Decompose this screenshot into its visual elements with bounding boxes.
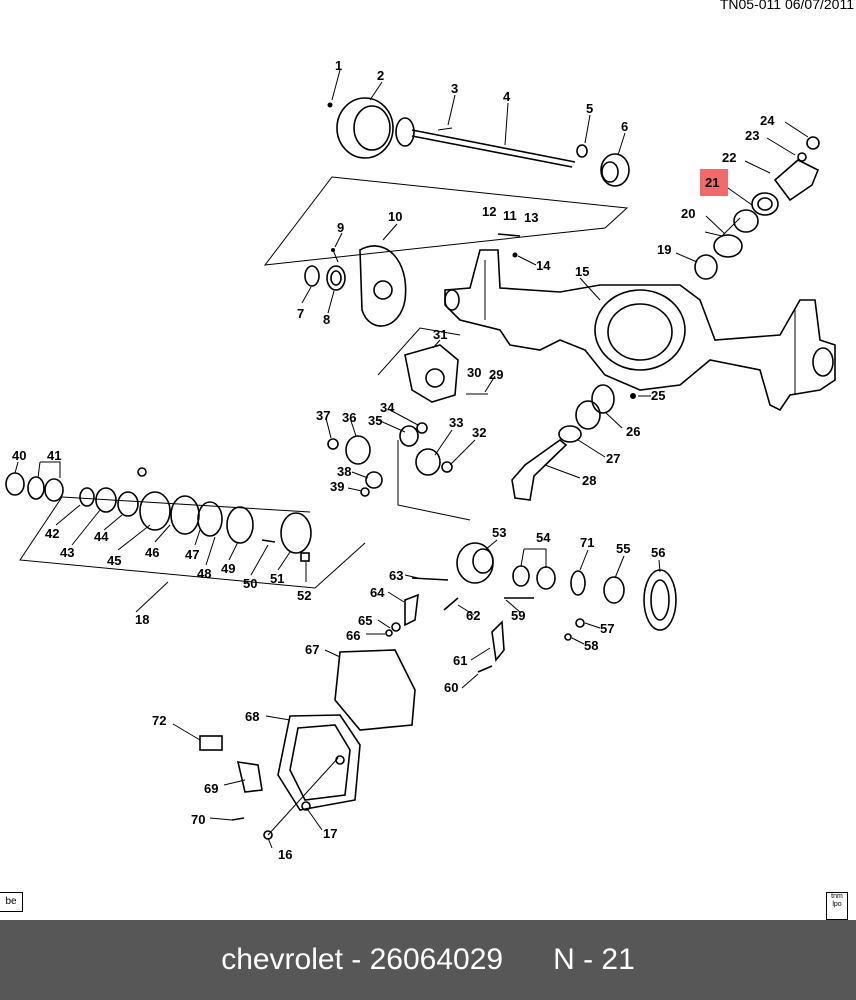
document-icon: tnm lpo <box>826 892 848 920</box>
callout-41[interactable]: 41 <box>47 448 61 463</box>
callout-44[interactable]: 44 <box>94 529 109 544</box>
callout-13[interactable]: 13 <box>524 210 538 225</box>
callout-16[interactable]: 16 <box>278 847 292 862</box>
footer-position-label: N - 21 <box>553 943 635 976</box>
axle-shaft-group <box>263 97 630 266</box>
callout-32[interactable]: 32 <box>472 425 486 440</box>
callout-6[interactable]: 6 <box>621 119 628 134</box>
callout-7[interactable]: 7 <box>297 306 304 321</box>
footer-gap <box>503 943 553 977</box>
callout-2[interactable]: 2 <box>377 68 384 83</box>
callout-47[interactable]: 47 <box>185 547 199 562</box>
callout-54[interactable]: 54 <box>536 530 551 545</box>
callout-51[interactable]: 51 <box>270 571 284 586</box>
callout-35[interactable]: 35 <box>368 413 382 428</box>
document-reference: TN05-011 06/07/2011 <box>719 0 854 12</box>
callout-33[interactable]: 33 <box>449 415 463 430</box>
callout-18[interactable]: 18 <box>135 612 149 627</box>
callout-19[interactable]: 19 <box>657 242 671 257</box>
callout-72[interactable]: 72 <box>152 713 166 728</box>
callout-39[interactable]: 39 <box>330 479 344 494</box>
pinion-bearings <box>511 384 636 501</box>
footer-separator: - <box>342 943 370 976</box>
callout-59[interactable]: 59 <box>511 608 525 623</box>
callout-25[interactable]: 25 <box>651 388 665 403</box>
pinion-yoke-stack <box>694 136 820 280</box>
callout-50[interactable]: 50 <box>243 576 257 591</box>
callout-61[interactable]: 61 <box>453 653 467 668</box>
callout-9[interactable]: 9 <box>337 220 344 235</box>
callout-26[interactable]: 26 <box>626 424 640 439</box>
callout-70[interactable]: 70 <box>191 812 205 827</box>
callout-62[interactable]: 62 <box>466 608 480 623</box>
highlight-marker <box>700 169 728 196</box>
callout-52[interactable]: 52 <box>297 588 311 603</box>
callout-14[interactable]: 14 <box>536 258 551 273</box>
backing-plate-group <box>304 233 521 327</box>
callout-49[interactable]: 49 <box>221 561 235 576</box>
callout-63[interactable]: 63 <box>389 568 403 583</box>
callout-64[interactable]: 64 <box>370 585 385 600</box>
callout-40[interactable]: 40 <box>12 448 26 463</box>
callout-17[interactable]: 17 <box>323 826 337 841</box>
callout-21-highlighted[interactable]: 21 <box>705 175 719 190</box>
callout-46[interactable]: 46 <box>145 545 159 560</box>
callout-65[interactable]: 65 <box>358 613 372 628</box>
callout-30[interactable]: 30 <box>467 365 481 380</box>
callout-34[interactable]: 34 <box>380 400 395 415</box>
callout-53[interactable]: 53 <box>492 525 506 540</box>
callout-45[interactable]: 45 <box>107 553 121 568</box>
callout-66[interactable]: 66 <box>346 628 360 643</box>
callout-36[interactable]: 36 <box>342 410 356 425</box>
callout-31[interactable]: 31 <box>433 327 447 342</box>
rear-axle-exploded-diagram: 1 2 3 4 5 6 7 8 9 10 12 11 13 14 15 19 2… <box>5 58 836 862</box>
callout-29[interactable]: 29 <box>489 367 503 382</box>
footer-brand: chevrolet <box>221 943 343 976</box>
callout-3[interactable]: 3 <box>451 81 458 96</box>
callout-71[interactable]: 71 <box>580 535 594 550</box>
caliper-bracket <box>377 327 488 403</box>
callout-48[interactable]: 48 <box>197 566 211 581</box>
corner-label: be <box>0 892 23 912</box>
callout-27[interactable]: 27 <box>606 451 620 466</box>
callout-12[interactable]: 12 <box>482 204 496 219</box>
callout-67[interactable]: 67 <box>305 642 319 657</box>
carrier-bearing-group <box>5 467 366 589</box>
callout-60[interactable]: 60 <box>444 680 458 695</box>
callout-56[interactable]: 56 <box>651 545 665 560</box>
callout-4[interactable]: 4 <box>503 89 511 104</box>
footer-part-number: 26064029 <box>369 943 504 976</box>
callout-1[interactable]: 1 <box>335 58 342 73</box>
callout-11[interactable]: 11 <box>503 208 517 223</box>
callout-68[interactable]: 68 <box>245 709 259 724</box>
callout-69[interactable]: 69 <box>204 781 218 796</box>
callout-28[interactable]: 28 <box>582 473 596 488</box>
callout-37[interactable]: 37 <box>316 408 330 423</box>
callout-24[interactable]: 24 <box>760 113 775 128</box>
axle-housing <box>444 249 836 412</box>
callout-43[interactable]: 43 <box>60 545 74 560</box>
differential-gears <box>327 422 471 521</box>
callout-22[interactable]: 22 <box>722 150 736 165</box>
leader-lines <box>14 69 809 849</box>
differential-case <box>385 542 677 673</box>
callout-55[interactable]: 55 <box>616 541 630 556</box>
callout-23[interactable]: 23 <box>745 128 759 143</box>
callout-15[interactable]: 15 <box>575 264 589 279</box>
callout-57[interactable]: 57 <box>600 621 614 636</box>
callout-5[interactable]: 5 <box>586 101 593 116</box>
callout-20[interactable]: 20 <box>681 206 695 221</box>
callout-38[interactable]: 38 <box>337 464 351 479</box>
callout-58[interactable]: 58 <box>584 638 598 653</box>
footer-bar: chevrolet - 26064029 N - 21 <box>0 920 856 1000</box>
callout-42[interactable]: 42 <box>45 526 59 541</box>
cover-group <box>199 649 416 840</box>
callout-10[interactable]: 10 <box>388 209 402 224</box>
callout-8[interactable]: 8 <box>323 312 330 327</box>
callout-labels: 1 2 3 4 5 6 7 8 9 10 12 11 13 14 15 19 2… <box>12 58 775 862</box>
